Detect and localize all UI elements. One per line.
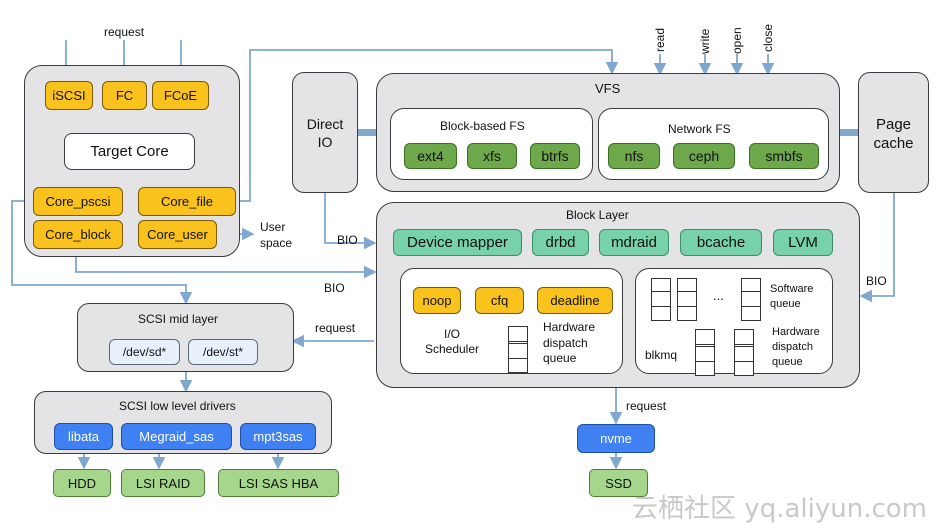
target-core-box: Target Core: [64, 133, 195, 170]
arrow-pagecache-block: [859, 193, 895, 303]
blkmq-label: blkmq: [645, 348, 678, 362]
scsi-low-title: SCSI low level drivers: [119, 399, 236, 413]
smbfs-box: smbfs: [749, 143, 819, 169]
core-user-box: Core_user: [138, 220, 217, 249]
sw-queue-cell: [677, 291, 697, 321]
iscsi-box: iSCSI: [45, 81, 93, 110]
open-label: open: [730, 27, 744, 54]
direct-io-label: Direct IO: [306, 116, 344, 150]
queue-dots: ...: [713, 288, 724, 303]
bio-label-target: BIO: [324, 281, 345, 295]
dev-sd-box: /dev/sd*: [109, 339, 180, 365]
sw-queue-cell: [741, 291, 761, 321]
hw-queue-cell: [734, 346, 754, 376]
sw-queue-cell: [651, 291, 671, 321]
mdraid-box: mdraid: [599, 229, 669, 256]
deadline-box: deadline: [537, 287, 613, 314]
nvme-box: nvme: [577, 424, 655, 453]
hw-queue-cell: [695, 346, 715, 376]
noop-box: noop: [413, 287, 461, 314]
lvm-box: LVM: [773, 229, 833, 256]
hdd-box: HDD: [53, 469, 111, 497]
core-pscsi-box: Core_pscsi: [33, 187, 123, 216]
io-hw-queue-label: Hardware dispatch queue: [543, 320, 596, 366]
request-label-scsi: request: [315, 321, 356, 335]
bio-label-pagecache: BIO: [866, 274, 887, 288]
arrow-corefile-vfs: [236, 49, 619, 202]
io-scheduler-label: I/O Scheduler: [424, 327, 480, 356]
arrow-directio-block: [324, 193, 377, 250]
dev-st-box: /dev/st*: [188, 339, 258, 365]
lsi-sas-hba-box: LSI SAS HBA: [218, 469, 339, 497]
arrow-corepscsi-scsimid: [11, 200, 193, 305]
cfq-box: cfq: [475, 287, 524, 314]
block-fs-title: Block-based FS: [440, 119, 525, 133]
drbd-box: drbd: [532, 229, 589, 256]
megraid-sas-box: Megraid_sas: [121, 423, 232, 450]
read-label: read: [653, 27, 667, 52]
software-queue-label: Software queue: [770, 283, 814, 310]
write-label: write: [698, 28, 712, 54]
libata-box: libata: [54, 423, 113, 450]
nfs-box: nfs: [608, 143, 660, 169]
mpt3sas-box: mpt3sas: [240, 423, 316, 450]
ceph-box: ceph: [673, 143, 735, 169]
bcache-box: bcache: [680, 229, 762, 256]
device-mapper-box: Device mapper: [393, 229, 522, 256]
page-cache-label: Page cache: [873, 116, 914, 152]
btrfs-box: btrfs: [530, 143, 580, 169]
vfs-title: VFS: [595, 81, 621, 96]
fc-box: FC: [102, 81, 147, 110]
hw-queue-cell: [508, 343, 528, 373]
ext4-box: ext4: [404, 143, 457, 169]
xfs-box: xfs: [467, 143, 517, 169]
direct-io-panel: [292, 72, 358, 193]
request-label: request: [104, 25, 145, 39]
fcoe-box: FCoE: [152, 81, 209, 110]
bio-label-direct: BIO: [337, 233, 358, 247]
ssd-box: SSD: [589, 469, 648, 497]
user-space-label: User space: [260, 220, 293, 250]
blkmq-hw-queue-label: Hardware dispatch queue: [772, 326, 820, 368]
watermark: 云栖社区 yq.aliyun.com: [632, 494, 927, 524]
connector-directio-vfs: [357, 129, 377, 136]
connector-vfs-pagecache: [838, 129, 860, 136]
block-layer-title: Block Layer: [566, 208, 629, 222]
page-cache-panel: [858, 72, 929, 193]
lsi-raid-box: LSI RAID: [121, 469, 205, 497]
close-label: close: [761, 23, 775, 52]
request-label-nvme: request: [626, 399, 667, 413]
core-block-box: Core_block: [33, 220, 123, 249]
network-fs-title: Network FS: [668, 122, 731, 136]
core-file-box: Core_file: [138, 187, 236, 216]
scsi-mid-title: SCSI mid layer: [138, 312, 219, 326]
